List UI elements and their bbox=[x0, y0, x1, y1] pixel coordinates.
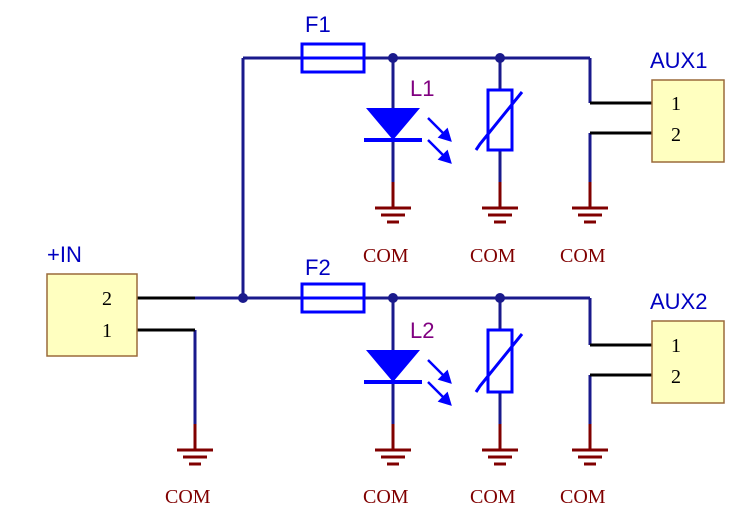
pin-aux1-2: 2 bbox=[671, 124, 681, 146]
pin-aux2-2: 2 bbox=[671, 366, 681, 388]
label-input-connector: +IN bbox=[47, 242, 82, 267]
label-led-l2: L2 bbox=[410, 318, 434, 343]
net-label-com: COM bbox=[560, 245, 606, 267]
pin-aux2-1: 1 bbox=[671, 335, 681, 357]
led-l2 bbox=[364, 350, 452, 406]
net-label-com: COM bbox=[470, 245, 516, 267]
ground-symbols bbox=[177, 182, 608, 466]
pin-aux1-1: 1 bbox=[671, 93, 681, 115]
pin-in-2: 2 bbox=[102, 288, 112, 310]
label-led-l1: L1 bbox=[410, 76, 434, 101]
label-fuse-f1: F1 bbox=[305, 12, 331, 37]
pin-stubs bbox=[137, 101, 652, 377]
led-l1 bbox=[364, 108, 452, 164]
varistor-bottom bbox=[474, 328, 524, 394]
connector-aux1-body bbox=[651, 79, 725, 163]
fuse-f2 bbox=[300, 282, 366, 314]
label-fuse-f2: F2 bbox=[305, 255, 331, 280]
net-label-com: COM bbox=[165, 486, 211, 508]
label-aux1: AUX1 bbox=[650, 48, 707, 73]
fuse-f1 bbox=[300, 42, 366, 74]
connector-aux2-body bbox=[651, 320, 725, 404]
varistor-top bbox=[474, 88, 524, 152]
junctions bbox=[238, 53, 505, 303]
pin-in-1: 1 bbox=[102, 320, 112, 342]
net-label-com: COM bbox=[560, 486, 606, 508]
wires bbox=[193, 56, 592, 424]
net-label-com: COM bbox=[470, 486, 516, 508]
net-label-com: COM bbox=[363, 486, 409, 508]
label-aux2: AUX2 bbox=[650, 289, 707, 314]
connector-in-body bbox=[46, 273, 138, 357]
net-label-com: COM bbox=[363, 245, 409, 267]
